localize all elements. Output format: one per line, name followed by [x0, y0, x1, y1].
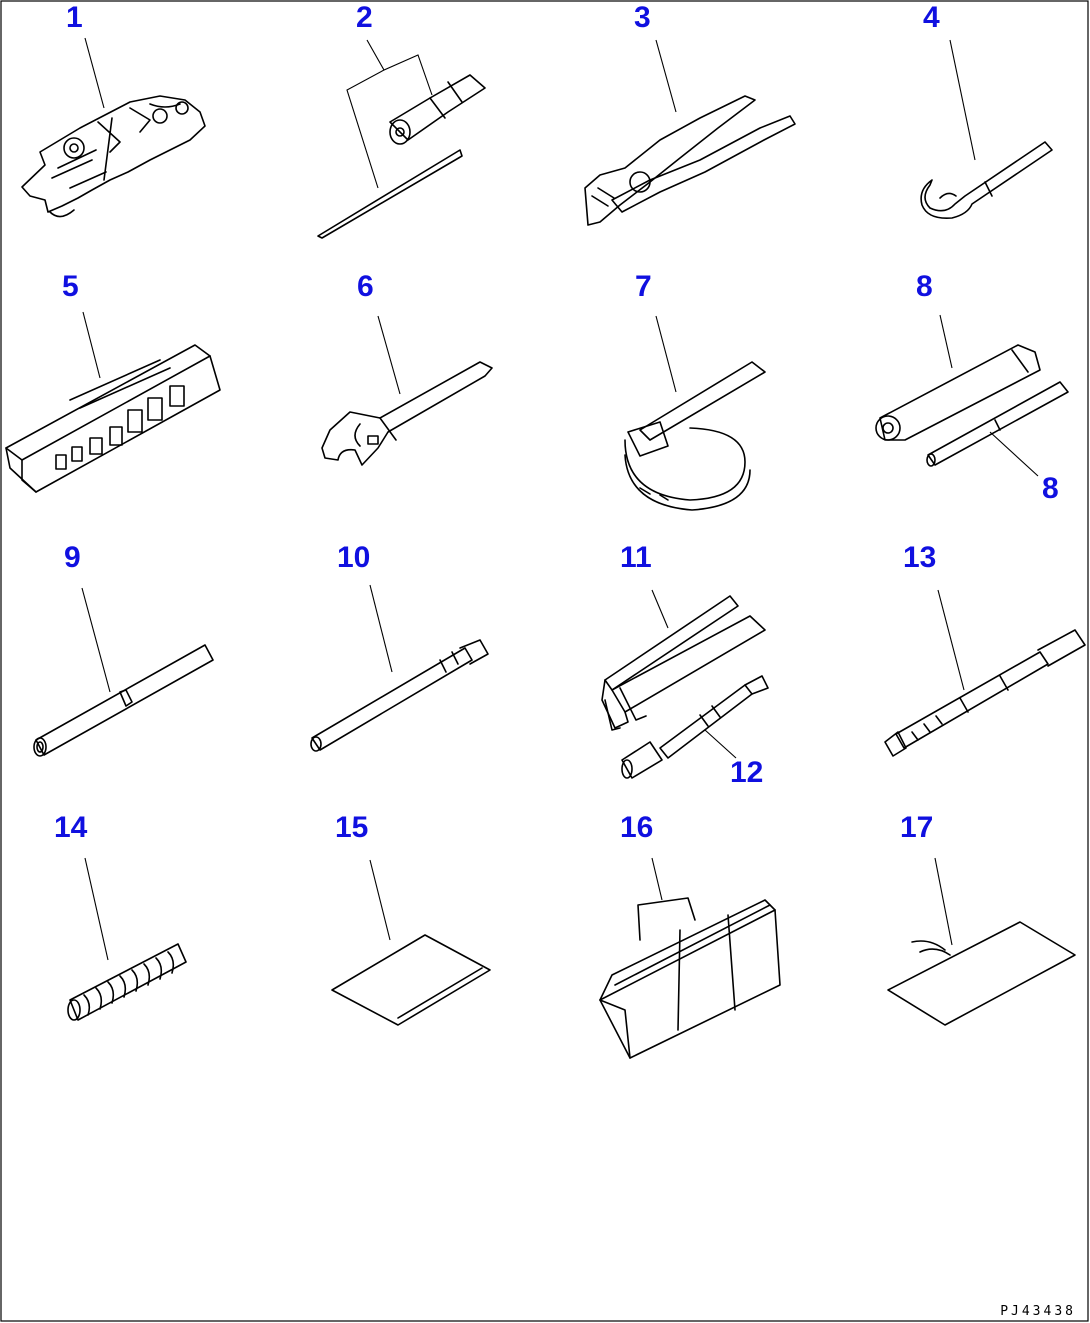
callout-6: 6 — [357, 270, 374, 303]
callout-12: 12 — [730, 756, 764, 789]
pliers-icon — [584, 39, 796, 226]
manual-sheet-icon — [331, 859, 491, 1026]
callout-13: 13 — [903, 541, 937, 574]
pipe-icon — [33, 587, 214, 757]
callout-7: 7 — [635, 270, 652, 303]
callout-1: 1 — [66, 1, 83, 34]
tool-bag-icon — [599, 857, 781, 1059]
callout-5: 5 — [62, 270, 79, 303]
wrench-set-icon — [21, 37, 206, 218]
filter-wrench-icon — [624, 315, 766, 511]
socket-and-handle-icon — [317, 39, 486, 239]
callout-2: 2 — [356, 1, 373, 34]
callout-17: 17 — [900, 811, 934, 844]
callout-14: 14 — [54, 811, 88, 844]
callout-8-bar: 8 — [1042, 472, 1059, 505]
callout-4: 4 — [923, 1, 940, 34]
callout-10: 10 — [337, 541, 371, 574]
callout-16: 16 — [620, 811, 654, 844]
grease-gun-icon — [601, 589, 766, 731]
grease-gun-nozzle-icon — [310, 584, 489, 752]
callout-8-wrench: 8 — [916, 270, 933, 303]
open-end-wrench-icon — [920, 39, 1053, 220]
figure-code: PJ43438 — [1000, 1304, 1076, 1319]
callout-15: 15 — [335, 811, 369, 844]
grease-hose-icon — [621, 675, 769, 779]
spring-coil-icon — [67, 857, 187, 1021]
socket-case-icon — [5, 311, 221, 493]
tagged-sheet-icon — [887, 857, 1076, 1026]
callout-3: 3 — [634, 1, 651, 34]
extension-bar-icon — [884, 589, 1086, 757]
callout-9: 9 — [64, 541, 81, 574]
adjustable-wrench-icon — [321, 315, 493, 466]
callout-11: 11 — [620, 541, 652, 574]
box-wrench-and-bar-icon — [875, 314, 1069, 477]
